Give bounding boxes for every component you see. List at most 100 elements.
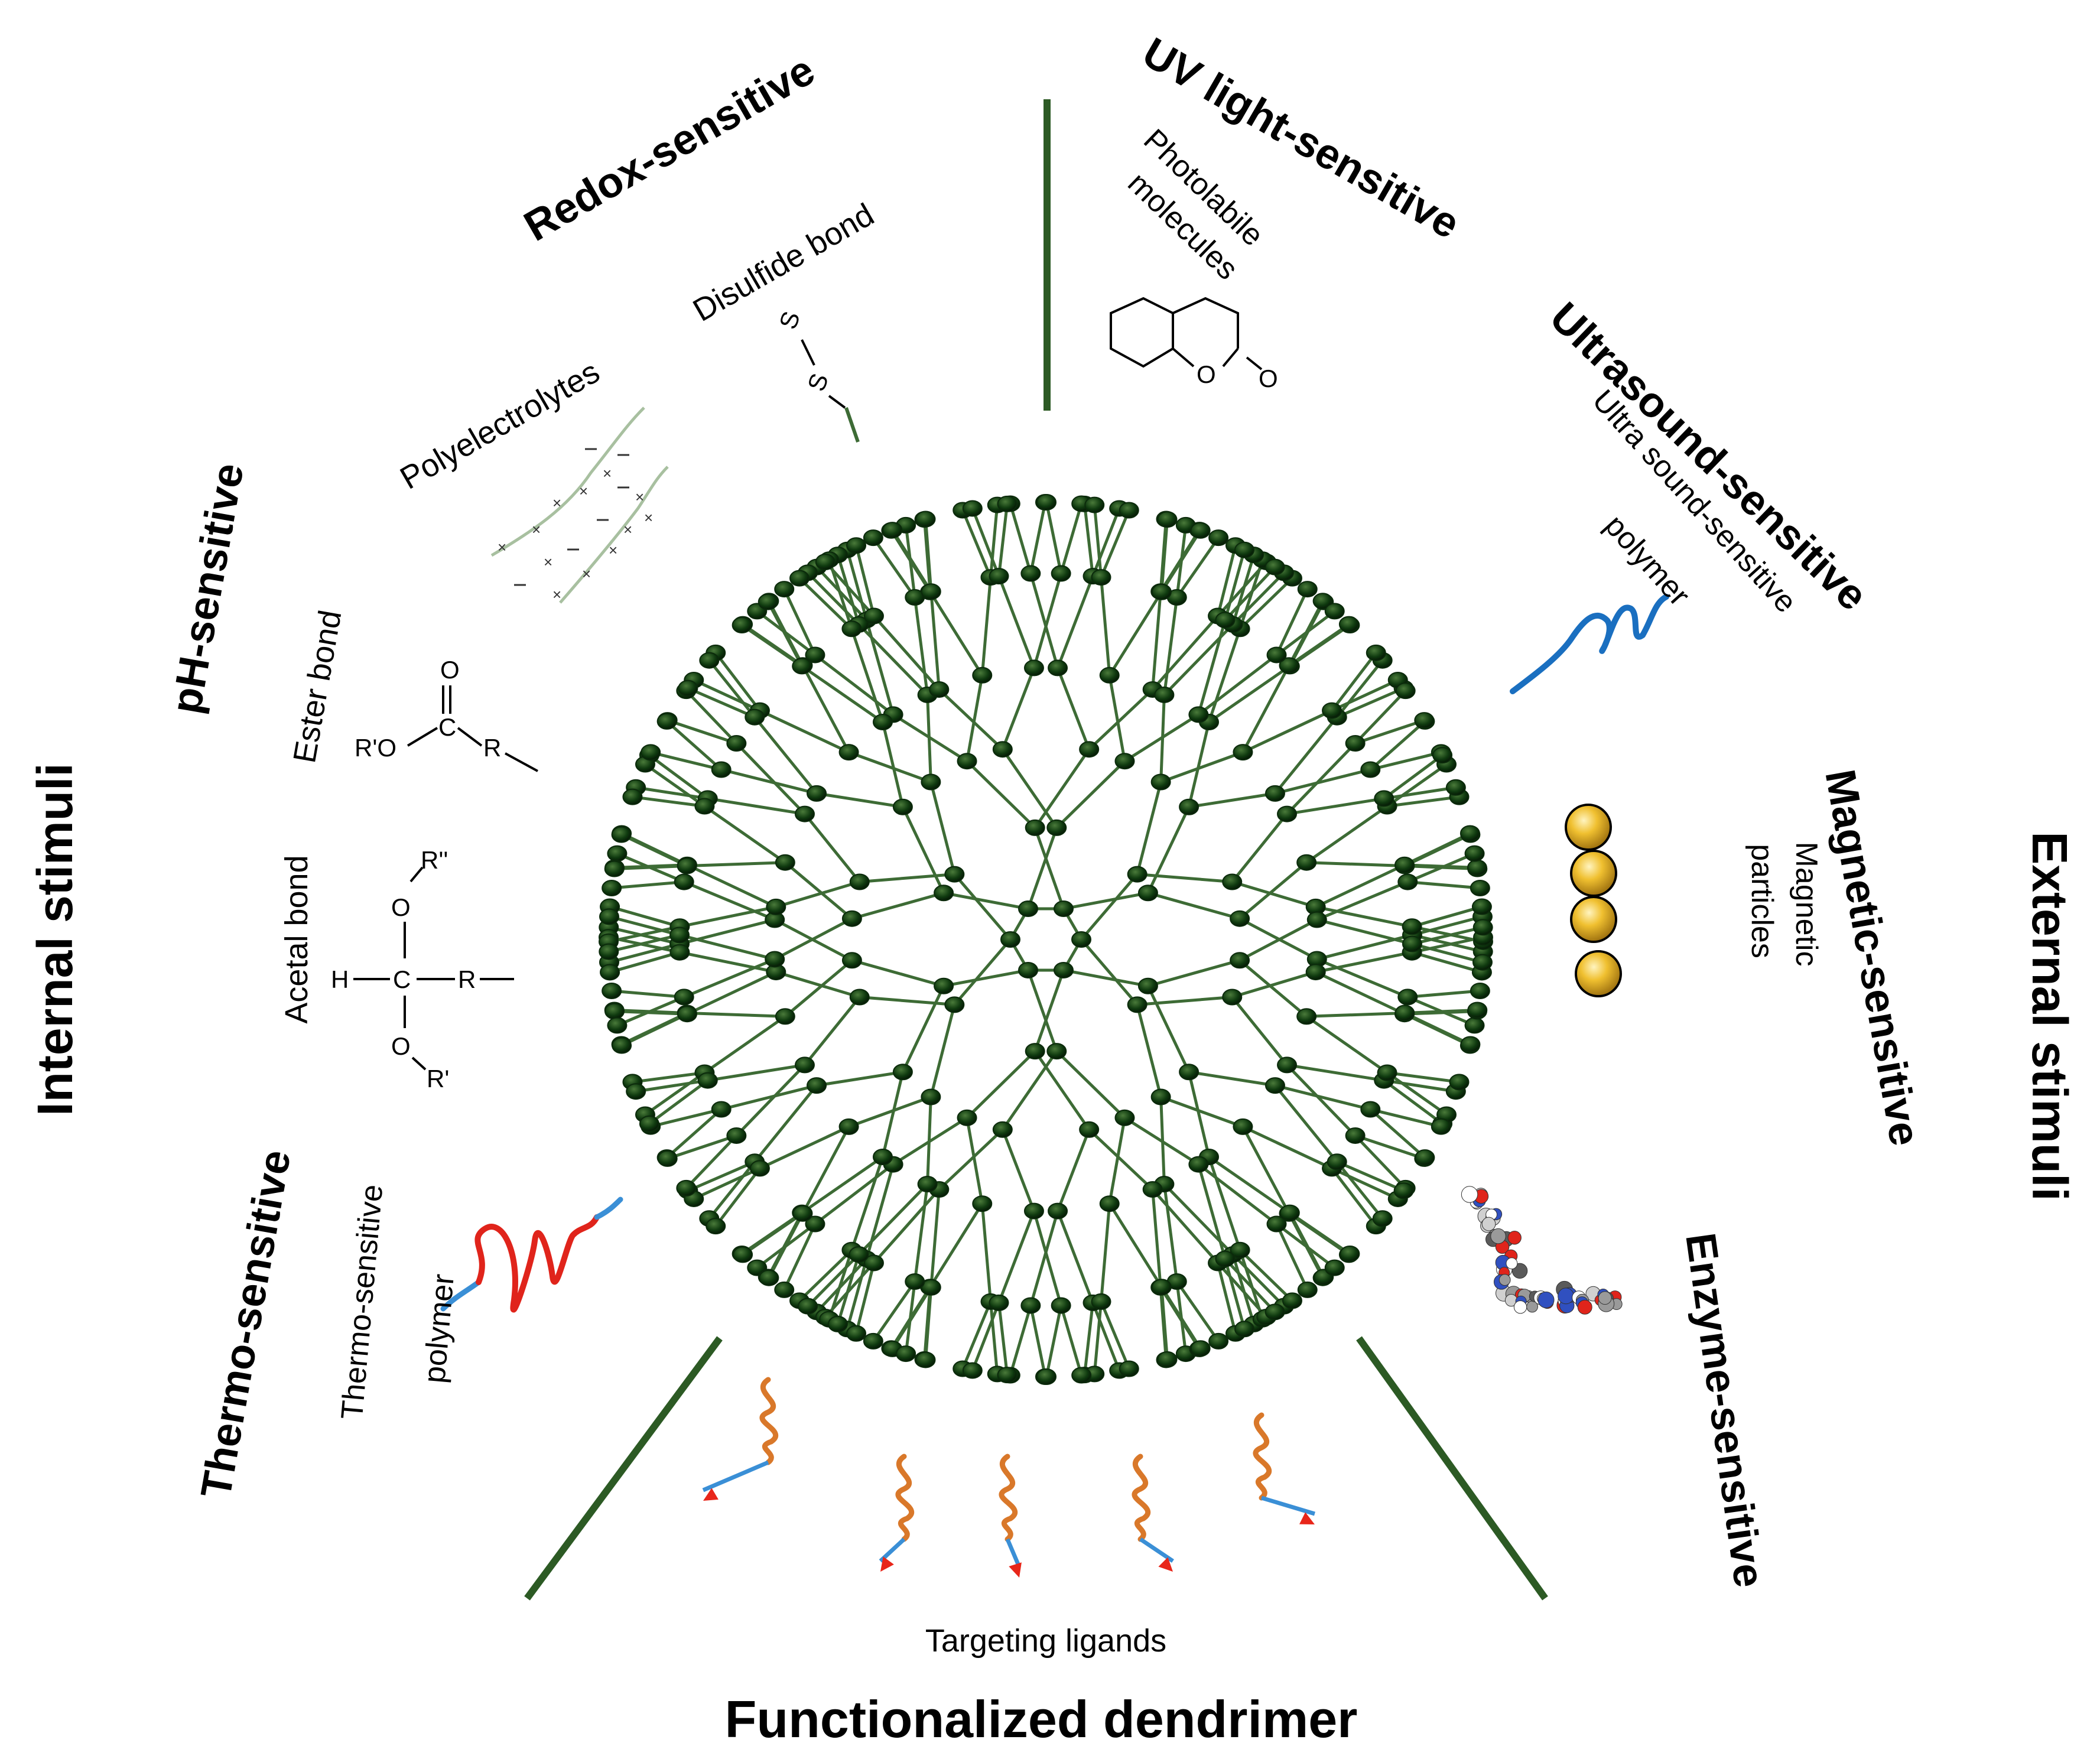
dendrimer-branch <box>1305 1015 1388 1074</box>
dendrimer-branch <box>966 1050 1036 1119</box>
dendrimer-branch <box>966 675 984 762</box>
ligand-coil <box>999 1454 1018 1542</box>
functionalized-dendrimer-title: Functionalized dendrimer <box>725 1690 1358 1748</box>
dendrimer-node <box>1397 989 1418 1006</box>
dendrimer-branch <box>1208 665 1291 724</box>
dendrimer-node <box>1296 854 1317 871</box>
dendrimer-node <box>1190 1340 1211 1357</box>
dendrimer-node <box>805 1215 825 1233</box>
dendrimer-branch <box>1063 968 1149 988</box>
dendrimer-node <box>789 570 810 587</box>
dendrimer-branch <box>1336 1160 1405 1192</box>
dendrimer-branch <box>850 1156 885 1251</box>
dendrimer-branch <box>1387 1071 1459 1084</box>
dendrimer-node <box>759 1269 779 1286</box>
dendrimer-node <box>1179 798 1199 815</box>
enzyme-sensitive-label: Enzyme-sensitive <box>1676 1230 1773 1591</box>
dendrimer-node <box>604 860 625 877</box>
dendrimer-branch <box>1160 1286 1202 1350</box>
dendrimer-branch <box>685 690 738 744</box>
dendrimer-branch <box>827 1249 853 1320</box>
dendrimer-node <box>657 1150 678 1167</box>
dendrimer-node <box>1150 773 1171 791</box>
magnetic-particle <box>1575 950 1622 997</box>
dendrimer-branch <box>1370 1108 1442 1129</box>
dendrimer-branch <box>608 934 680 954</box>
dendrimer-branch <box>1216 545 1237 617</box>
dendrimer-branch <box>775 880 860 909</box>
dendrimer-node <box>1306 911 1327 928</box>
dendrimer-node <box>1230 910 1250 927</box>
dendrimer-branch <box>686 970 777 1016</box>
dendrimer-branch <box>1331 652 1377 712</box>
dendrimer-branch <box>873 614 941 691</box>
dendrimer-branch <box>1160 1095 1244 1129</box>
dendrimer-node <box>604 1003 625 1020</box>
dendrimer-branch <box>1162 1183 1179 1282</box>
dendrimer-branch <box>1160 750 1244 783</box>
enzyme-atom <box>1506 1257 1518 1270</box>
svg-text:×: × <box>603 464 612 482</box>
dendrimer-branch <box>1033 970 1065 1052</box>
dendrimer-node <box>846 537 867 554</box>
dendrimer-branch <box>635 1079 708 1093</box>
dendrimer-branch <box>1033 827 1065 909</box>
dendrimer-node <box>841 910 862 927</box>
dendrimer-branch <box>1316 918 1413 945</box>
dendrimer-branch <box>1032 1210 1063 1306</box>
dendrimer-branch <box>1241 665 1290 753</box>
enzyme-atom <box>1481 1217 1496 1231</box>
dendrimer-node <box>792 1205 813 1222</box>
dendrimer-node <box>849 873 870 890</box>
dendrimer-branch <box>1354 690 1407 744</box>
dendrimer-node <box>749 1160 770 1177</box>
dendrimer-branch <box>1080 873 1139 941</box>
dendrimer-branch <box>929 591 984 677</box>
dendrimer-branch <box>1331 1167 1377 1227</box>
dendrimer-branch <box>929 1189 941 1288</box>
dendrimer-branch <box>687 687 756 718</box>
dendrimer-branch <box>1188 1070 1276 1087</box>
dendrimer-node <box>711 761 732 778</box>
dendrimer-branch <box>679 934 775 961</box>
dendrimer-node <box>1188 706 1209 723</box>
dendrimer-node <box>1233 1118 1253 1135</box>
dendrimer-branch <box>686 863 777 909</box>
dendrimer-branch <box>938 1128 1004 1191</box>
ligand-coil <box>895 1454 914 1542</box>
dendrimer-node <box>849 1246 869 1263</box>
dendrimer-node <box>1432 747 1453 764</box>
dendrimer-node <box>792 658 812 675</box>
dendrimer-branch <box>814 1163 895 1225</box>
dendrimer-branch <box>714 1167 761 1227</box>
dendrimer-node <box>1297 581 1318 598</box>
dendrimer-node <box>1264 1077 1285 1094</box>
dendrimer-node <box>1279 657 1299 674</box>
dendrimer-branch <box>1082 503 1094 577</box>
dendrimer-branch <box>1160 529 1202 593</box>
ligand-coil <box>1132 1454 1150 1542</box>
dendrimer-branch <box>1029 1210 1059 1306</box>
dendrimer-branch <box>1124 713 1199 763</box>
dendrimer-node <box>872 714 893 731</box>
dendrimer-node <box>1179 1064 1199 1081</box>
dendrimer-branch <box>1029 1305 1047 1377</box>
dendrimer-branch <box>1286 1064 1357 1137</box>
dendrimer-branch <box>873 1188 941 1264</box>
dendrimer-node <box>1099 666 1120 684</box>
dendrimer-node <box>674 989 694 1006</box>
magnetic-sensitive-label: Magnetic-sensitive <box>1816 766 1929 1149</box>
dendrimer-node <box>872 1148 893 1165</box>
acetal-o1: O <box>391 893 411 921</box>
dendrimer-node <box>917 1176 938 1193</box>
dendrimer-node <box>732 617 752 634</box>
dendrimer-node <box>1222 873 1243 890</box>
dendrimer-node <box>1151 1279 1172 1296</box>
dendrimer-node <box>1222 989 1243 1006</box>
dendrimer-branch <box>1055 1050 1126 1119</box>
ultrasound-polymer-label-line2: polymer <box>1598 508 1696 612</box>
dendrimer-node <box>1051 565 1071 582</box>
thermo-sensitive-label: Thermo-sensitive <box>192 1146 300 1501</box>
acetal-o2: O <box>391 1032 411 1060</box>
dendrimer-node <box>1046 1043 1067 1060</box>
